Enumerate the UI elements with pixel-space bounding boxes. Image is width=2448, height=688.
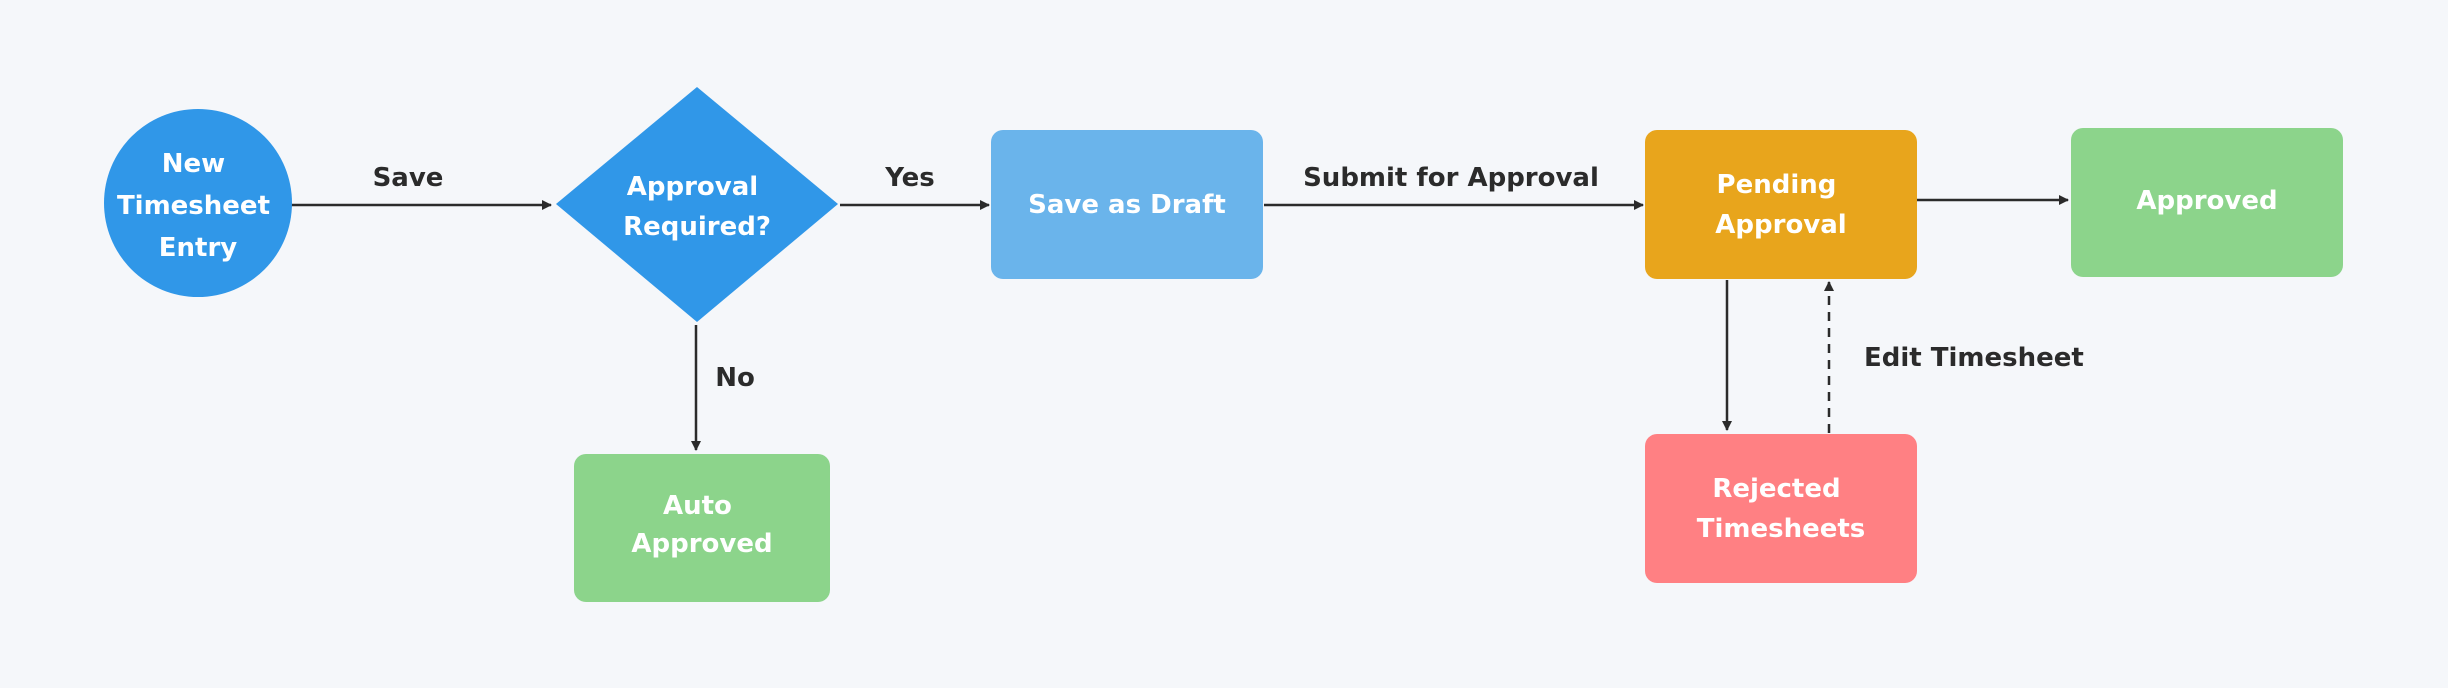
node-pending-approval-label: Pending Approval (1715, 170, 1846, 240)
node-rejected-line-1: Rejected (1712, 474, 1840, 504)
edges: Save Yes No Submit for Approval Edit Tim… (290, 163, 2084, 451)
node-new-timesheet-entry[interactable]: New Timesheet Entry (104, 109, 292, 297)
node-approval-required[interactable]: Approval Required? (556, 87, 838, 322)
node-approval-required-line-2: Required? (623, 212, 771, 242)
node-pending-approval-line-2: Approval (1715, 210, 1846, 240)
node-save-as-draft[interactable]: Save as Draft (991, 130, 1263, 279)
node-rejected-shape (1645, 434, 1917, 583)
node-rejected-line-2: Timesheets (1697, 514, 1866, 544)
node-approved-shape (2071, 128, 2343, 277)
node-new-entry-line-2: Timesheet (117, 191, 270, 221)
node-rejected-timesheets[interactable]: Rejected Timesheets (1645, 434, 1917, 583)
node-pending-approval[interactable]: Pending Approval (1645, 130, 1917, 279)
node-approved-label: Approved (2136, 186, 2277, 216)
node-auto-approved-label: Auto Approved (631, 491, 772, 559)
edge-label-save: Save (373, 163, 444, 193)
node-approved[interactable]: Approved (2071, 128, 2343, 277)
node-approval-required-line-1: Approval (627, 172, 758, 202)
node-new-entry-label: New Timesheet Entry (117, 149, 279, 263)
node-new-entry-shape (104, 109, 292, 297)
node-approval-required-shape (556, 87, 838, 322)
node-auto-approved-line-2: Approved (631, 529, 772, 559)
edge-label-yes: Yes (884, 163, 935, 193)
node-pending-approval-shape (1645, 130, 1917, 279)
node-save-draft-label: Save as Draft (1028, 190, 1226, 220)
node-save-draft-shape (991, 130, 1263, 279)
node-pending-approval-line-1: Pending (1717, 170, 1837, 200)
edge-label-submit: Submit for Approval (1303, 163, 1599, 193)
node-new-entry-line-3: Entry (159, 233, 238, 263)
node-auto-approved-shape (574, 454, 830, 602)
nodes: New Timesheet Entry Approval Required? S… (104, 87, 2343, 602)
edge-label-edit: Edit Timesheet (1864, 343, 2084, 373)
node-approved-line-1: Approved (2136, 186, 2277, 216)
node-new-entry-line-1: New (162, 149, 225, 179)
node-auto-approved-line-1: Auto (663, 491, 732, 521)
node-rejected-label: Rejected Timesheets (1697, 474, 1866, 544)
node-auto-approved[interactable]: Auto Approved (574, 454, 830, 602)
edge-label-no: No (715, 363, 755, 393)
node-save-draft-line-1: Save as Draft (1028, 190, 1226, 220)
node-approval-required-label: Approval Required? (623, 172, 771, 242)
